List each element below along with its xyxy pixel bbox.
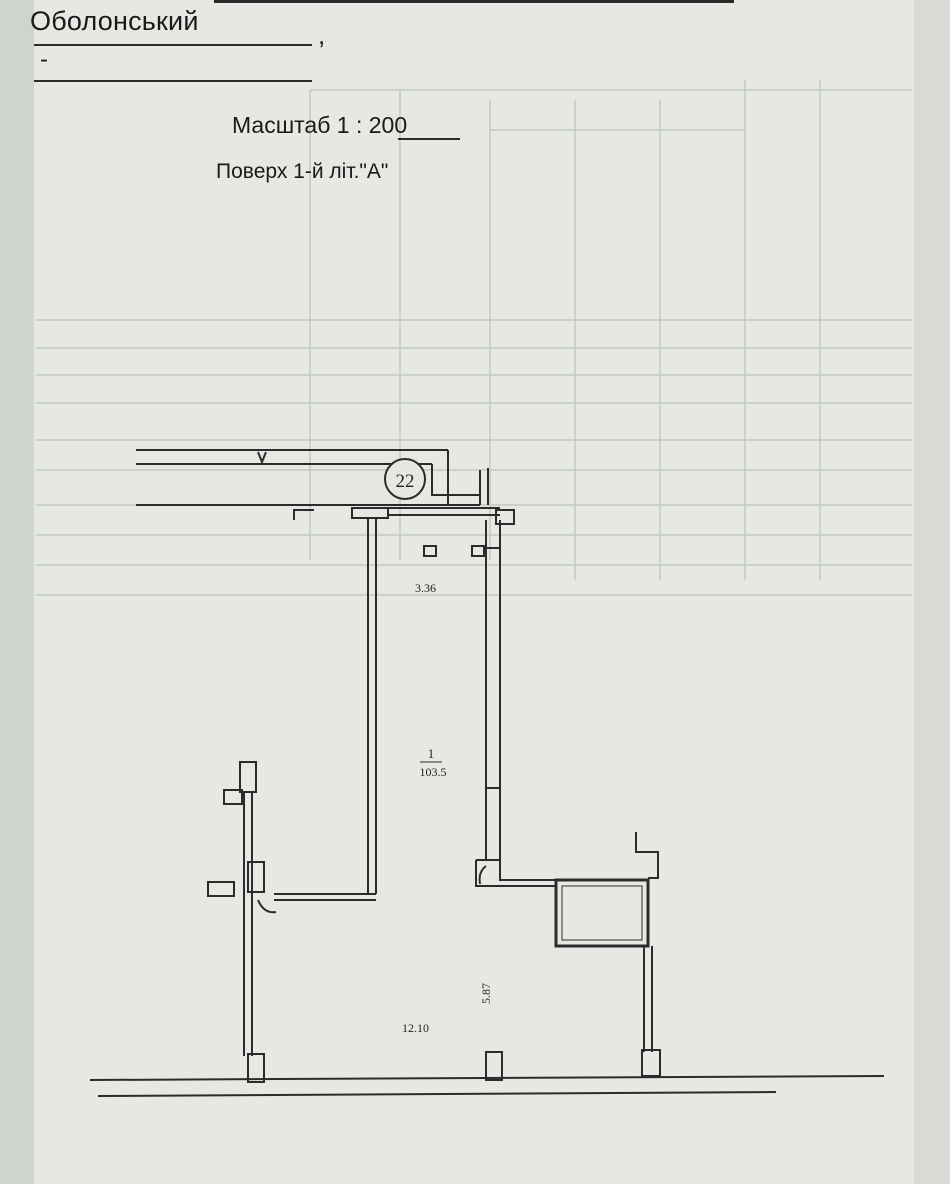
floor-label: Поверх 1-й літ."А" [216,160,389,183]
district-name: Оболонський [30,6,199,36]
column-mark [471,545,485,557]
document-sheet [34,0,914,1184]
right-wall [499,860,556,881]
district-underline [34,44,312,46]
column-mark [423,545,437,557]
dimension-length: 12.10 [402,1021,429,1035]
annex-wall [635,832,659,879]
column-mark [495,509,515,525]
arrow-mark [257,451,267,465]
address-underline [34,80,312,82]
separator-comma: , [318,20,326,50]
address-dash: - [40,46,48,73]
building-number-circle [384,458,426,500]
annex-room [554,878,650,948]
door-mark [293,509,314,520]
annex-room-inner [561,885,643,941]
entrance-wall [431,464,480,496]
room-number: 1 [428,746,435,761]
ground-line [97,1091,777,1097]
wall-end [641,1049,661,1077]
room-area: 103.5 [420,765,447,779]
pillar [485,1051,503,1081]
door-swing [478,865,487,885]
dimension-width: 5.87 [479,983,493,1004]
ground-line [89,1075,885,1081]
door-swing [257,899,277,914]
wall-segment [247,861,265,893]
scale-label: Масштаб 1 : 200 [232,112,408,138]
page-edge [914,0,950,1184]
fixture-mark [207,881,235,897]
fixture-mark [223,789,243,805]
wall-niche [485,547,501,789]
wall-end [247,1053,265,1083]
right-wall [475,860,556,887]
wall-segment [351,507,389,519]
dimension-height: 3.36 [415,581,436,595]
building-number: 22 [396,471,415,492]
wall-end [239,761,257,793]
top-underline [214,0,734,3]
scale-underline [398,138,460,140]
